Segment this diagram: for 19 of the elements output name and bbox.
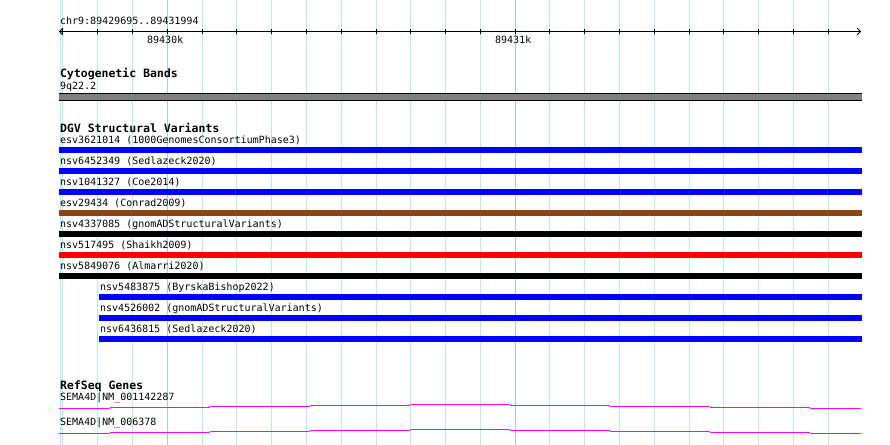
feature-label: nsv517495 (Shaikh2009) [60, 240, 192, 251]
tick-label: 89431k [495, 35, 532, 46]
feature-label: SEMA4D|NM_001142287 [60, 392, 174, 403]
feature-label: nsv6436815 (Sedlazeck2020) [100, 324, 257, 335]
feature-label: esv3621014 (1000GenomesConsortiumPhase3) [60, 135, 301, 146]
region-label: chr9:89429695..89431994 [60, 16, 198, 27]
feature-label: nsv4526002 (gnomADStructuralVariants) [100, 303, 323, 314]
feature-label: esv29434 (Conrad2009) [60, 198, 186, 209]
feature-label: nsv6452349 (Sedlazeck2020) [60, 156, 217, 167]
feature-label: nsv5483875 (ByrskaBishop2022) [100, 282, 275, 293]
tick-label: 89430k [147, 35, 184, 46]
feature-label: nsv1041327 (Coe2014) [60, 177, 180, 188]
feature-label: 9q22.2 [60, 81, 96, 92]
track-heading: RefSeq Genes [60, 379, 144, 392]
feature-label: SEMA4D|NM_006378 [60, 417, 156, 428]
track-heading: Cytogenetic Bands [60, 67, 178, 80]
feature-label: nsv5849076 (Almarri2020) [60, 261, 204, 272]
feature-label: nsv4337085 (gnomADStructuralVariants) [60, 219, 283, 230]
track-heading: DGV Structural Variants [60, 122, 220, 135]
